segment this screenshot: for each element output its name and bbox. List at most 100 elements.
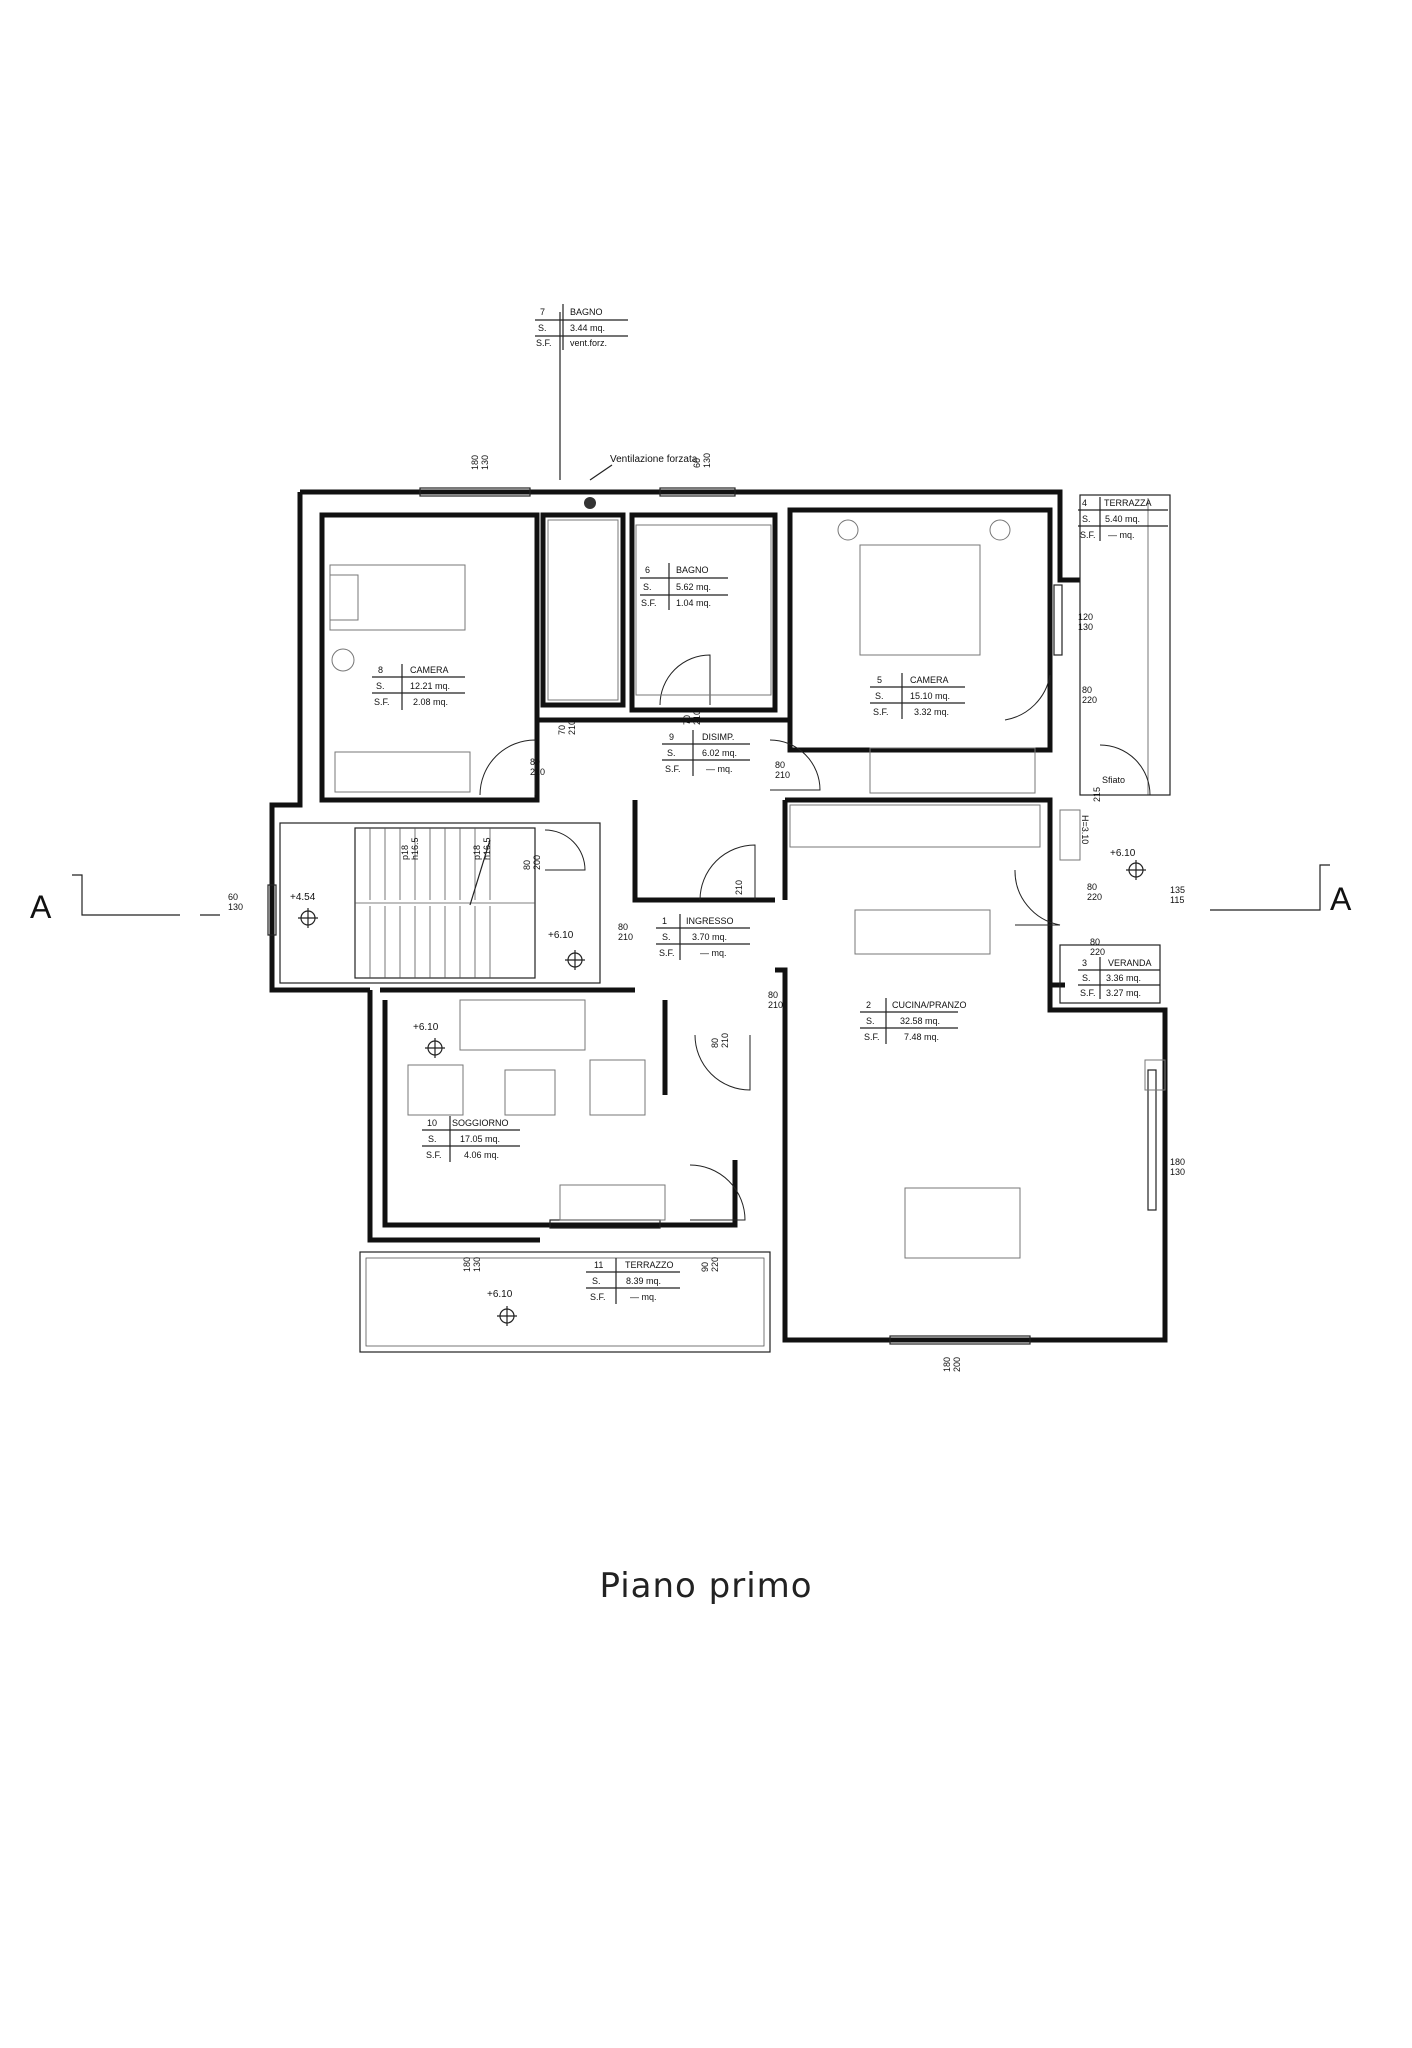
room-labels: 7 BAGNO S. 3.44 mq. S.F. vent.forz. 6 BA… (372, 304, 1168, 1304)
svg-text:80: 80 (768, 990, 778, 1000)
dim-ingresso-left: 80 210 (618, 922, 633, 942)
dim-door-camera8: 80 210 (530, 757, 545, 777)
svg-text:S.F.: S.F. (1080, 988, 1096, 998)
svg-text:S.: S. (662, 932, 671, 942)
svg-text:BAGNO: BAGNO (570, 307, 603, 317)
dim-bagno-door: 70 210 (557, 720, 577, 735)
svg-text:200: 200 (952, 1357, 962, 1372)
svg-text:S.F.: S.F. (665, 764, 681, 774)
svg-text:210: 210 (692, 710, 702, 725)
svg-text:— mq.: — mq. (706, 764, 733, 774)
svg-text:S.F.: S.F. (864, 1032, 880, 1042)
svg-text:3.70 mq.: 3.70 mq. (692, 932, 727, 942)
svg-text:210: 210 (530, 767, 545, 777)
svg-text:h16.5: h16.5 (482, 837, 492, 860)
svg-text:210: 210 (618, 932, 633, 942)
level-terrazzo: +6.10 (487, 1289, 517, 1326)
svg-text:120: 120 (1078, 612, 1093, 622)
svg-text:A: A (1330, 881, 1352, 917)
svg-text:80: 80 (522, 860, 532, 870)
svg-text:15.10 mq.: 15.10 mq. (910, 691, 950, 701)
svg-text:8: 8 (378, 665, 383, 675)
dim-right-cucina: 180 130 (1170, 1157, 1185, 1177)
svg-text:135: 135 (1170, 885, 1185, 895)
svg-text:S.: S. (875, 691, 884, 701)
svg-text:S.F.: S.F. (641, 598, 657, 608)
svg-text:12.21 mq.: 12.21 mq. (410, 681, 450, 691)
svg-text:70: 70 (557, 725, 567, 735)
svg-text:6.02 mq.: 6.02 mq. (702, 748, 737, 758)
partitions (319, 507, 1053, 1228)
svg-text:S.: S. (667, 748, 676, 758)
svg-text:CAMERA: CAMERA (910, 675, 949, 685)
dim-top-mid: 60 130 (692, 453, 712, 468)
svg-text:2.08 mq.: 2.08 mq. (413, 697, 448, 707)
svg-text:17.05 mq.: 17.05 mq. (460, 1134, 500, 1144)
svg-text:TERRAZZA: TERRAZZA (1104, 498, 1152, 508)
room-label-bagno7: 7 BAGNO S. 3.44 mq. S.F. vent.forz. (535, 304, 628, 350)
svg-text:130: 130 (1078, 622, 1093, 632)
level-stair-top: +6.10 (548, 930, 585, 970)
dim-bottom-cucina: 180 200 (942, 1357, 962, 1372)
room-label-ingresso1: 1 INGRESSO S. 3.70 mq. S.F. — mq. (656, 914, 750, 960)
svg-text:210: 210 (567, 720, 577, 735)
svg-text:11: 11 (594, 1260, 603, 1270)
dim-right-camera: 120 130 (1078, 612, 1093, 632)
svg-text:S.F.: S.F. (590, 1292, 606, 1302)
dim-ingresso-top: 210 (734, 880, 744, 895)
page-title: Piano primo (599, 1566, 813, 1606)
svg-text:— mq.: — mq. (700, 948, 727, 958)
svg-text:130: 130 (702, 453, 712, 468)
svg-text:6: 6 (645, 565, 650, 575)
svg-text:S.F.: S.F. (374, 697, 390, 707)
svg-text:2: 2 (866, 1000, 871, 1010)
svg-text:p18: p18 (400, 845, 410, 860)
svg-text:+6.10: +6.10 (548, 930, 574, 941)
svg-text:130: 130 (472, 1257, 482, 1272)
room-label-bagno6: 6 BAGNO S. 5.62 mq. S.F. 1.04 mq. (640, 563, 728, 610)
room-label-terrazzo11: 11 TERRAZZO S. 8.39 mq. S.F. — mq. (586, 1258, 680, 1304)
svg-text:80: 80 (1087, 882, 1097, 892)
ventilation-label: Ventilazione forzata (610, 454, 698, 465)
svg-text:— mq.: — mq. (630, 1292, 657, 1302)
svg-text:180: 180 (1170, 1157, 1185, 1167)
dim-door-camera5: 80 220 (1082, 685, 1097, 705)
svg-text:SOGGIORNO: SOGGIORNO (452, 1118, 509, 1128)
door-swings (479, 654, 1151, 1221)
svg-text:3.36 mq.: 3.36 mq. (1106, 973, 1141, 983)
svg-text:60: 60 (692, 458, 702, 468)
svg-text:80: 80 (710, 1038, 720, 1048)
dim-terrazzo-door: 90 220 (700, 1257, 720, 1272)
svg-text:80: 80 (775, 760, 785, 770)
dim-stair-b: p18 h16.5 (472, 837, 492, 860)
svg-text:130: 130 (1170, 1167, 1185, 1177)
svg-text:210: 210 (775, 770, 790, 780)
furniture (329, 519, 1166, 1259)
svg-text:32.58 mq.: 32.58 mq. (900, 1016, 940, 1026)
section-marker-left: A (30, 874, 220, 925)
svg-text:10: 10 (427, 1118, 437, 1128)
svg-text:9: 9 (669, 732, 674, 742)
svg-text:3: 3 (1082, 958, 1087, 968)
dimension-labels: 180 130 60 130 120 130 80 220 80 210 70 … (228, 453, 1185, 1372)
vent-icon (584, 497, 596, 509)
svg-text:70: 70 (682, 715, 692, 725)
svg-text:200: 200 (532, 855, 542, 870)
dim-cucina-door: 80 220 (1087, 882, 1102, 902)
dim-stair-a: p18 h16.5 (400, 837, 420, 860)
svg-text:vent.forz.: vent.forz. (570, 338, 607, 348)
svg-text:S.: S. (376, 681, 385, 691)
svg-text:220: 220 (710, 1257, 720, 1272)
svg-text:3.32 mq.: 3.32 mq. (914, 707, 949, 717)
dim-ingresso-bottom: 80 210 (768, 990, 783, 1010)
svg-text:210: 210 (734, 880, 744, 895)
svg-text:S.: S. (643, 582, 652, 592)
svg-text:+4.54: +4.54 (290, 892, 316, 903)
svg-text:1.04 mq.: 1.04 mq. (676, 598, 711, 608)
room-label-terrazza4: 4 TERRAZZA S. 5.40 mq. S.F. — mq. (1078, 497, 1168, 541)
level-veranda: +6.10 (1110, 848, 1146, 880)
svg-text:S.F.: S.F. (426, 1150, 442, 1160)
svg-text:215: 215 (1092, 787, 1102, 802)
svg-text:+6.10: +6.10 (487, 1289, 513, 1300)
